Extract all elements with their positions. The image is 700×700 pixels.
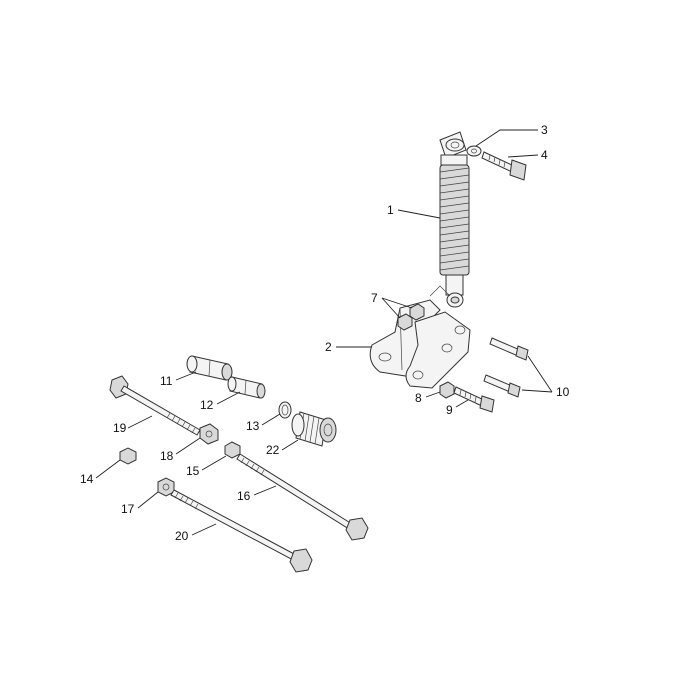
washer-3 [466,145,482,157]
callout-9: 9 [446,403,453,417]
shock-spring [439,164,470,276]
nut-15 [224,441,241,459]
nut-14 [119,447,137,465]
callout-1: 1 [387,203,394,217]
callout-10: 10 [556,385,570,399]
callout-3: 3 [541,123,548,137]
bolt-20 [170,489,313,573]
bolt-16 [236,453,369,541]
callout-17: 17 [121,502,135,516]
leader-lines [95,129,553,536]
callout-18: 18 [160,449,174,463]
callout-2: 2 [325,340,332,354]
nuts-7 [397,303,425,331]
bushing-12 [227,376,266,399]
bushing-11 [186,355,233,381]
callout-13: 13 [246,419,260,433]
callout-12: 12 [200,398,214,412]
callout-19: 19 [113,421,127,435]
bolts-10 [483,337,529,398]
nut-18 [199,423,219,445]
callout-15: 15 [186,464,200,478]
bracket-plate-right [405,285,471,389]
callout-14: 14 [80,472,94,486]
bushing-22 [291,411,337,447]
bolt-19 [109,375,201,436]
nut-8 [439,381,455,399]
ring-13 [278,401,292,419]
callout-4: 4 [541,148,548,162]
callout-20: 20 [175,529,189,543]
shock-absorber [439,131,470,308]
bolt-4 [481,151,527,181]
bolt-9 [453,386,495,413]
callout-8: 8 [415,391,422,405]
callout-22: 22 [266,443,280,457]
callout-16: 16 [237,489,251,503]
callout-7: 7 [371,291,378,305]
callout-11: 11 [160,374,173,388]
